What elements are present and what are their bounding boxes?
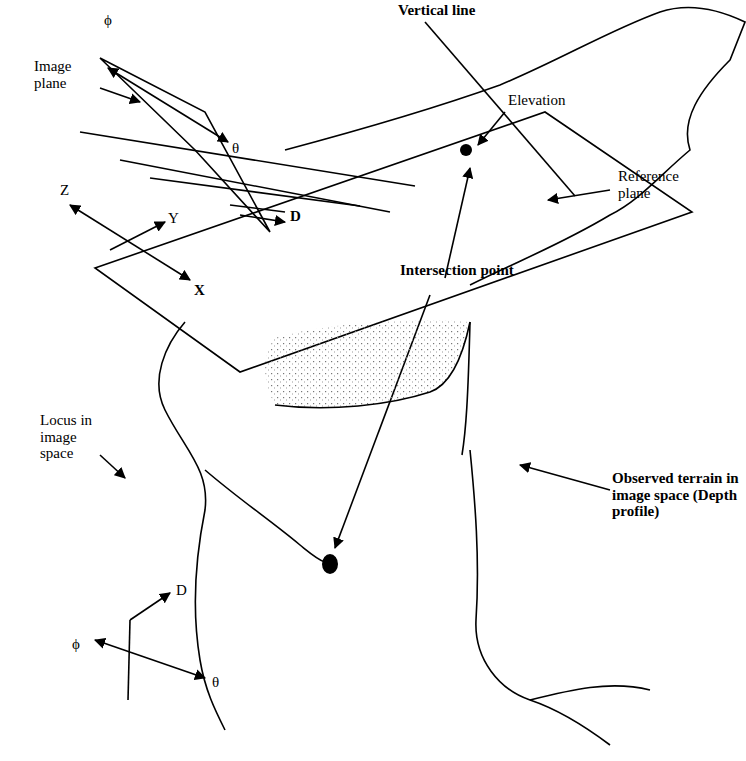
intersection-dot <box>322 554 338 574</box>
angle-symbol: ϕ <box>104 12 112 29</box>
angle-symbol: ϕ <box>72 636 80 653</box>
axis-label: Y <box>168 210 179 227</box>
part-label: Observed terrain in image space (Depth p… <box>612 470 742 520</box>
axis-label: X <box>194 282 205 299</box>
part-label: Elevation <box>508 92 565 109</box>
axis-label: D <box>290 208 301 225</box>
angle-symbol: θ <box>212 674 219 691</box>
angle-symbol: θ <box>232 140 239 157</box>
part-label: Locus in image space <box>40 412 110 462</box>
image-plane <box>100 58 270 232</box>
axis-label: Vertical line <box>398 2 475 19</box>
part-label: Image plane <box>34 58 90 91</box>
depth-surface <box>265 321 470 408</box>
part-label: Intersection point <box>400 262 514 279</box>
axis-label: D <box>176 582 187 599</box>
axis-label: Z <box>60 182 69 199</box>
part-label: Reference plane <box>618 168 708 201</box>
terrain-surface <box>285 7 745 285</box>
elevation-dot <box>460 144 472 156</box>
